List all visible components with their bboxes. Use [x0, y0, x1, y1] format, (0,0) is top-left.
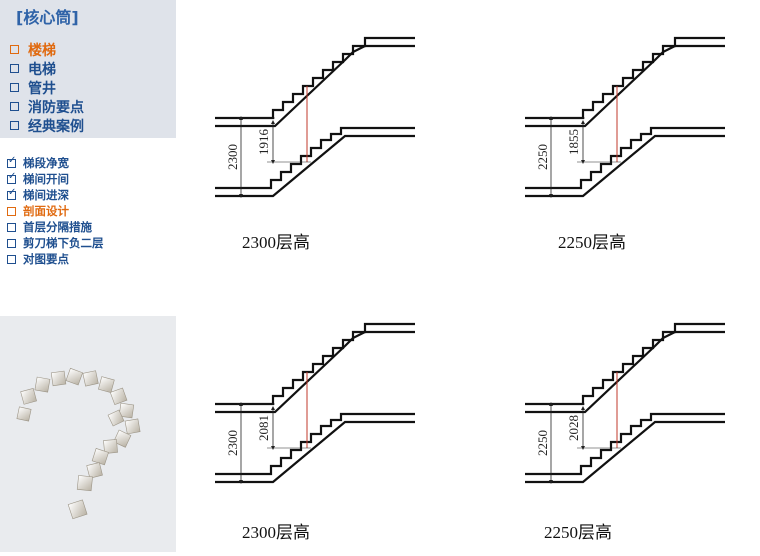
sidebar-top-panel: [核心筒] 楼梯 电梯 管井 消防要点 经典案例 [0, 0, 176, 138]
checkbox-icon [10, 64, 19, 73]
clear-height-label: 2028 [566, 415, 581, 441]
checkbox-icon [7, 222, 16, 232]
section-title: [核心筒] [16, 8, 79, 27]
submenu-item-section-design[interactable]: 剖面设计 [7, 203, 104, 219]
menu-item-shaft[interactable]: 管井 [10, 78, 84, 97]
checkbox-icon [7, 206, 16, 216]
menu-item-stairs[interactable]: 楼梯 [10, 40, 84, 59]
clear-height-label: 1916 [256, 129, 271, 156]
menu-item-label: 消防要点 [28, 99, 84, 116]
question-mark-image [0, 316, 176, 552]
floor-height-label: 2300 [225, 144, 240, 170]
stair-section-4: 2250 2028 [525, 324, 725, 482]
stair-section-3: 2300 2081 [215, 324, 415, 482]
menu-item-label: 电梯 [28, 61, 56, 78]
checked-box-icon: ✓ [7, 154, 17, 168]
menu-item-label: 管井 [28, 80, 56, 97]
menu-item-cases[interactable]: 经典案例 [10, 116, 84, 135]
submenu-item-label: 梯间进深 [23, 188, 69, 202]
submenu-item-drawing-check[interactable]: 对图要点 [7, 251, 104, 267]
diagram-caption: 2300层高 [242, 523, 310, 542]
checkbox-icon [7, 254, 16, 264]
submenu-item-label: 剖面设计 [23, 204, 69, 218]
menu-item-label: 楼梯 [28, 42, 56, 59]
stair-section-2: 2250 1855 [525, 38, 725, 196]
diagram-caption: 2300层高 [242, 233, 310, 252]
question-mark-cubes-icon [16, 367, 141, 520]
sub-menu: ✓ 梯段净宽 ✓ 梯间开间 ✓ 梯间进深 剖面设计 首层分隔措施 剪刀梯下负二层 对图… [7, 155, 104, 267]
diagram-caption: 2250层高 [558, 233, 626, 252]
checked-box-icon: ✓ [7, 186, 17, 200]
checkbox-icon [10, 83, 19, 92]
menu-item-label: 经典案例 [28, 118, 84, 135]
submenu-item-label: 对图要点 [23, 252, 69, 266]
checked-box-icon: ✓ [7, 170, 17, 184]
checkbox-icon [10, 121, 19, 130]
diagram-caption: 2250层高 [544, 523, 612, 542]
menu-item-fire[interactable]: 消防要点 [10, 97, 84, 116]
checkbox-icon [10, 45, 19, 54]
submenu-item-label: 梯间开间 [23, 172, 69, 186]
clear-height-label: 2081 [256, 415, 271, 441]
main-menu: 楼梯 电梯 管井 消防要点 经典案例 [10, 40, 84, 135]
submenu-item-scissor-stair[interactable]: 剪刀梯下负二层 [7, 235, 104, 251]
menu-item-elevator[interactable]: 电梯 [10, 59, 84, 78]
floor-height-label: 2300 [225, 430, 240, 456]
floor-height-label: 2250 [535, 430, 550, 456]
clear-height-label: 1855 [566, 129, 581, 155]
submenu-item-bay-width[interactable]: ✓ 梯间开间 [7, 171, 104, 187]
submenu-item-flight-width[interactable]: ✓ 梯段净宽 [7, 155, 104, 171]
checkbox-icon [7, 238, 16, 248]
floor-height-label: 2250 [535, 144, 550, 170]
stair-section-1: 2300 1916 [215, 38, 415, 196]
submenu-item-label: 首层分隔措施 [23, 220, 92, 234]
checkbox-icon [10, 102, 19, 111]
submenu-item-ground-separation[interactable]: 首层分隔措施 [7, 219, 104, 235]
submenu-item-label: 梯段净宽 [23, 156, 69, 170]
submenu-item-bay-depth[interactable]: ✓ 梯间进深 [7, 187, 104, 203]
submenu-item-label: 剪刀梯下负二层 [23, 236, 104, 250]
